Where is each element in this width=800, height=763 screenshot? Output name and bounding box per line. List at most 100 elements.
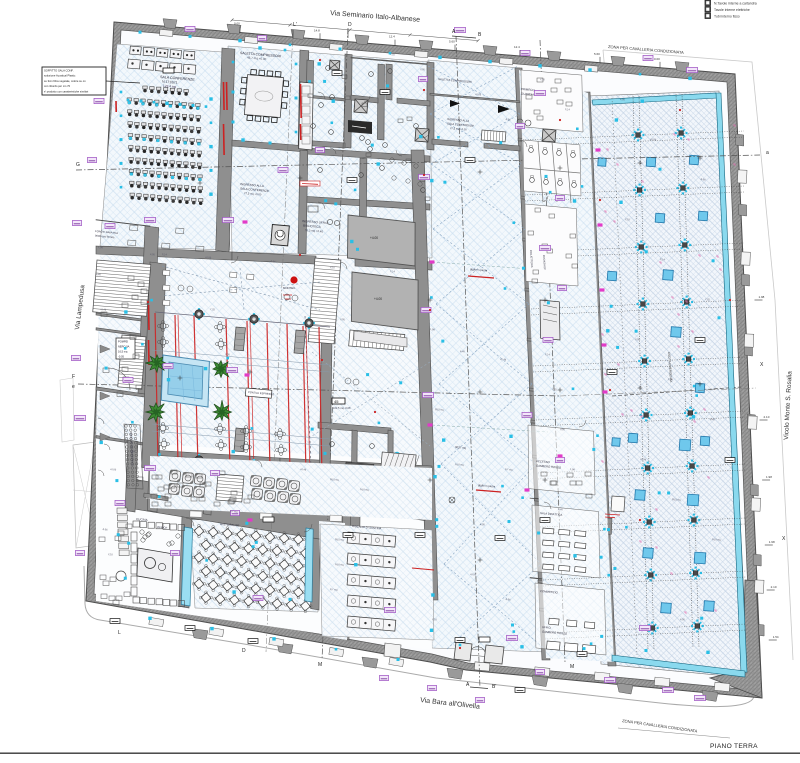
svg-text:0.00: 0.00	[234, 22, 240, 26]
svg-text:BOOKSHOP: BOOKSHOP	[542, 255, 547, 270]
svg-text:G: G	[76, 162, 80, 168]
svg-text:3,05: 3,05	[635, 338, 641, 341]
svg-text:16,0 mq: 16,0 mq	[712, 538, 722, 542]
svg-text:ZONA PER CAVALLERIA CONDIZIONA: ZONA PER CAVALLERIA CONDIZIONATA	[608, 44, 684, 55]
svg-text:1,98: 1,98	[570, 468, 576, 471]
svg-text:RISCALDI DI SANTINA: RISCALDI DI SANTINA	[352, 524, 382, 531]
svg-text:BIBLIOTECA: BIBLIOTECA	[303, 224, 321, 229]
svg-text:-0.06: -0.06	[505, 598, 511, 601]
svg-text:+4.00: +4.00	[374, 297, 382, 301]
svg-text:+0.00: +0.00	[110, 468, 117, 472]
svg-text:1,98: 1,98	[430, 328, 436, 331]
svg-text:-0.06: -0.06	[700, 178, 706, 181]
svg-text:B: B	[478, 32, 482, 38]
svg-text:POMPEI: POMPEI	[118, 340, 128, 344]
svg-text:PONTILE ESPRESSO: PONTILE ESPRESSO	[248, 390, 274, 396]
svg-text:GUARDIA: GUARDIA	[521, 92, 535, 97]
svg-text:PIANO TERRA: PIANO TERRA	[710, 743, 758, 750]
svg-text:5.60: 5.60	[594, 52, 600, 56]
svg-text:COMMERCIO: COMMERCIO	[540, 589, 559, 595]
svg-text:2,10: 2,10	[432, 618, 438, 621]
svg-text:X: X	[782, 536, 786, 542]
svg-text:F: F	[72, 374, 75, 380]
svg-text:5.60: 5.60	[449, 40, 455, 44]
svg-text:12,4: 12,4	[565, 108, 571, 111]
svg-text:Vicolo Monte S. Rosalia: Vicolo Monte S. Rosalia	[783, 371, 794, 441]
svg-text:16,0 mq: 16,0 mq	[455, 463, 465, 467]
svg-text:27,5 mq +0.00: 27,5 mq +0.00	[244, 191, 262, 197]
svg-text:SALA DIDATTICA: SALA DIDATTICA	[540, 511, 563, 517]
svg-text:4,05: 4,05	[130, 450, 136, 453]
svg-text:9030 eaxl ferrata: 9030 eaxl ferrata	[95, 234, 115, 240]
svg-text:N.Tavole interne a cartandra: N.Tavole interne a cartandra	[714, 2, 757, 6]
svg-text:giglio in pietra: giglio in pietra	[470, 267, 488, 273]
svg-text:A: A	[452, 29, 456, 35]
svg-text:D: D	[242, 648, 246, 654]
svg-text:FORO E GAVA RAJ: FORO E GAVA RAJ	[95, 229, 119, 235]
svg-text:+0.46: +0.46	[500, 358, 507, 362]
svg-text:a: a	[766, 150, 769, 156]
svg-text:12,4: 12,4	[162, 253, 168, 256]
svg-text:2.10: 2.10	[771, 585, 777, 589]
svg-text:M: M	[318, 662, 322, 668]
svg-text:7,25: 7,25	[210, 308, 216, 311]
svg-text:9,7 mq: 9,7 mq	[645, 578, 653, 582]
svg-text:1,98: 1,98	[98, 246, 104, 249]
svg-text:16,0 mq: 16,0 mq	[335, 563, 345, 567]
svg-text:3,05: 3,05	[420, 68, 426, 71]
svg-text:INGRESSO UFFICI: INGRESSO UFFICI	[302, 219, 329, 225]
svg-text:1,98: 1,98	[355, 48, 361, 51]
svg-text:55,5 mq: 55,5 mq	[335, 538, 345, 542]
svg-text:ACCESSO: ACCESSO	[536, 459, 551, 464]
svg-text:e' prodotto con caratteristich: e' prodotto con caratteristiche similari	[44, 89, 89, 93]
svg-text:giglio in pietra: giglio in pietra	[478, 483, 496, 489]
svg-text:123,4 mq: 123,4 mq	[163, 84, 177, 89]
svg-text:RISTORANTE: RISTORANTE	[220, 522, 240, 528]
svg-text:GAMBERO ROSSO: GAMBERO ROSSO	[536, 464, 562, 470]
svg-text:SALETTA COMPRESSORI: SALETTA COMPRESSORI	[438, 77, 472, 84]
svg-text:GAMBERO ROSSO: GAMBERO ROSSO	[542, 630, 568, 636]
svg-text:-0.06: -0.06	[102, 528, 108, 531]
svg-text:46,7 mq +0.00: 46,7 mq +0.00	[247, 56, 267, 62]
svg-text:16,5 mq: 16,5 mq	[118, 350, 128, 354]
svg-text:55,5 mq +0.46: 55,5 mq +0.46	[305, 228, 324, 233]
svg-text:12,4: 12,4	[545, 353, 551, 356]
svg-text:16,0 mq: 16,0 mq	[360, 488, 370, 492]
svg-text:M: M	[570, 664, 574, 670]
svg-text:B': B'	[492, 684, 496, 690]
svg-text:BIGLIETTERIA: BIGLIETTERIA	[529, 250, 534, 268]
svg-text:SPOGLIATOIO PERSONALE: SPOGLIATOIO PERSONALE	[129, 432, 135, 466]
svg-text:12.4: 12.4	[514, 45, 520, 49]
svg-text:2,10: 2,10	[330, 266, 336, 269]
svg-text:PRIMECO: PRIMECO	[521, 87, 536, 92]
svg-text:7,25: 7,25	[390, 53, 396, 56]
svg-text:SALETTA COMPRESSORI: SALETTA COMPRESSORI	[240, 51, 281, 58]
svg-text:USCITA EMERGENZA: USCITA EMERGENZA	[667, 352, 673, 383]
svg-text:su 3cm fibra vegetale, colore: su 3cm fibra vegetale, colore su on	[44, 79, 86, 83]
svg-text:9,7 mq: 9,7 mq	[330, 588, 338, 592]
svg-text:MONTEC.: MONTEC.	[283, 286, 296, 290]
svg-text:14.8: 14.8	[314, 28, 320, 32]
svg-text:7,25: 7,25	[552, 388, 558, 391]
svg-text:12.4: 12.4	[389, 35, 395, 39]
svg-text:N.171/571: N.171/571	[162, 80, 178, 85]
svg-text:INGRESSO ALLA: INGRESSO ALLA	[240, 182, 264, 188]
svg-text:4,05: 4,05	[680, 618, 686, 621]
svg-text:55,5 mq: 55,5 mq	[672, 498, 682, 502]
svg-text:-0.06: -0.06	[270, 260, 276, 263]
svg-text:4,05: 4,05	[150, 253, 156, 256]
svg-text:1.98: 1.98	[758, 295, 764, 299]
svg-text:0.00: 0.00	[654, 57, 660, 61]
svg-text:+0.46: +0.46	[640, 458, 647, 462]
svg-text:PORTICO SELF: PORTICO SELF	[146, 498, 163, 500]
svg-text:3,05: 3,05	[340, 318, 346, 321]
svg-text:Tubi interno fisso: Tubi interno fisso	[714, 15, 740, 19]
svg-text:D: D	[348, 22, 352, 28]
svg-text:CUCINA: CUCINA	[136, 517, 148, 522]
svg-text:162,5 mq -0.08: 162,5 mq -0.08	[333, 406, 351, 410]
svg-text:12,4: 12,4	[390, 270, 396, 273]
svg-text:55,5 mq: 55,5 mq	[435, 408, 445, 412]
svg-text:+0.46: +0.46	[100, 308, 107, 312]
svg-text:+0.00: +0.00	[205, 256, 212, 260]
svg-text:2,10: 2,10	[108, 553, 114, 556]
